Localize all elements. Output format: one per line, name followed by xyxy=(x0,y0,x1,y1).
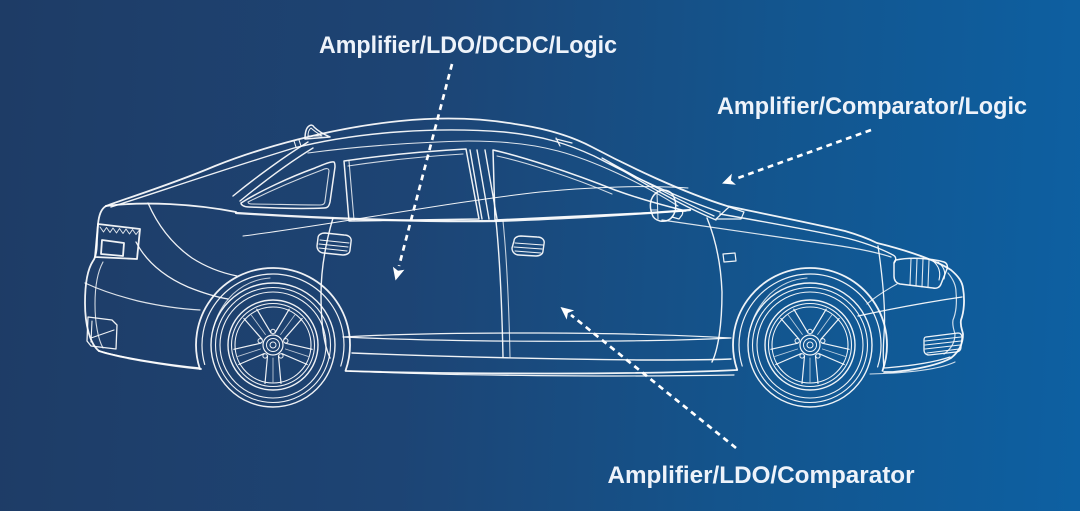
svg-text:Amplifier/LDO/Comparator: Amplifier/LDO/Comparator xyxy=(608,462,915,489)
svg-text:Amplifier/Comparator/Logic: Amplifier/Comparator/Logic xyxy=(717,93,1027,120)
svg-text:Amplifier/LDO/DCDC/Logic: Amplifier/LDO/DCDC/Logic xyxy=(319,32,617,59)
